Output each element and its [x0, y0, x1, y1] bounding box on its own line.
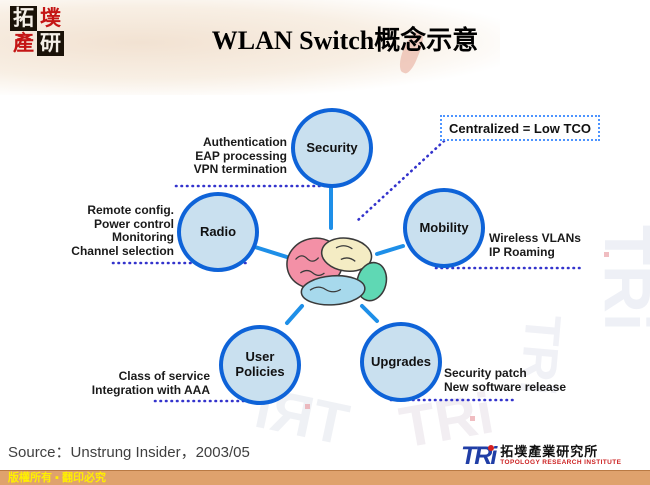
note-line: Authentication	[203, 135, 287, 149]
page-title: WLAN Switch概念示意	[211, 26, 479, 55]
node-radio: Radio	[177, 192, 259, 272]
source-citation: Source：Unstrung Insider，2003/05	[8, 444, 250, 461]
watermark-dot	[470, 416, 475, 421]
tri-logo-red-dot	[488, 445, 495, 451]
watermark-dot	[305, 404, 310, 409]
logo-char: 研	[37, 31, 64, 56]
note-line: EAP processing	[195, 148, 287, 163]
node-security: Security	[291, 108, 373, 188]
brain-image	[286, 237, 388, 306]
node-label: Mobility	[419, 219, 469, 235]
tri-logo-english-name: TOPOLOGY RESEARCH INSTITUTE	[500, 459, 622, 466]
note-line: Channel selection	[71, 243, 174, 258]
note-radio: Remote config. Power control Monitoring …	[71, 203, 174, 258]
tri-logo-chinese-name: 拓墣產業研究所	[500, 444, 599, 459]
note-upgrades: Security patch New software release	[444, 366, 566, 394]
copyright-text: 版權所有 ▪ 翻印必究	[8, 472, 107, 484]
topology-corner-logo: 拓 墣 產 研	[10, 6, 64, 56]
note-line: Remote config.	[87, 203, 174, 217]
note-line: Class of service	[118, 369, 210, 383]
node-user-policies: User Policies	[219, 325, 301, 405]
tri-logo-names: 拓墣產業研究所 TOPOLOGY RESEARCH INSTITUTE	[500, 444, 621, 467]
node-label: Radio	[199, 223, 237, 239]
note-line: Integration with AAA	[91, 382, 210, 397]
callout-centralized-low-tco: Centralized = Low TCO	[440, 115, 600, 141]
tri-logo-mark: TRi	[461, 444, 497, 469]
node-mobility: Mobility	[403, 188, 485, 268]
note-line: New software release	[444, 380, 567, 394]
logo-char: 墣	[40, 6, 61, 30]
logo-char: 產	[13, 31, 34, 55]
logo-char: 拓	[10, 6, 37, 31]
note-mobility: Wireless VLANs IP Roaming	[489, 231, 581, 259]
note-line: Security patch	[444, 366, 527, 380]
node-upgrades: Upgrades	[360, 322, 442, 402]
watermark-dot	[604, 252, 609, 257]
note-user-policies: Class of service Integration with AAA	[91, 369, 210, 397]
node-label: User Policies	[235, 349, 285, 379]
note-line: VPN termination	[193, 162, 287, 176]
node-label: Security	[306, 139, 358, 155]
note-line: IP Roaming	[489, 245, 555, 259]
node-label: Upgrades	[371, 353, 431, 369]
note-line: Power control	[93, 216, 174, 231]
note-security: Authentication EAP processing VPN termin…	[193, 135, 287, 177]
callout-label: Centralized = Low TCO	[449, 120, 591, 136]
note-line: Monitoring	[112, 230, 174, 244]
note-line: Wireless VLANs	[489, 231, 581, 245]
copyright-bar	[0, 470, 650, 485]
tri-institute-logo: TRi 拓墣產業研究所 TOPOLOGY RESEARCH INSTITUTE	[458, 443, 625, 470]
